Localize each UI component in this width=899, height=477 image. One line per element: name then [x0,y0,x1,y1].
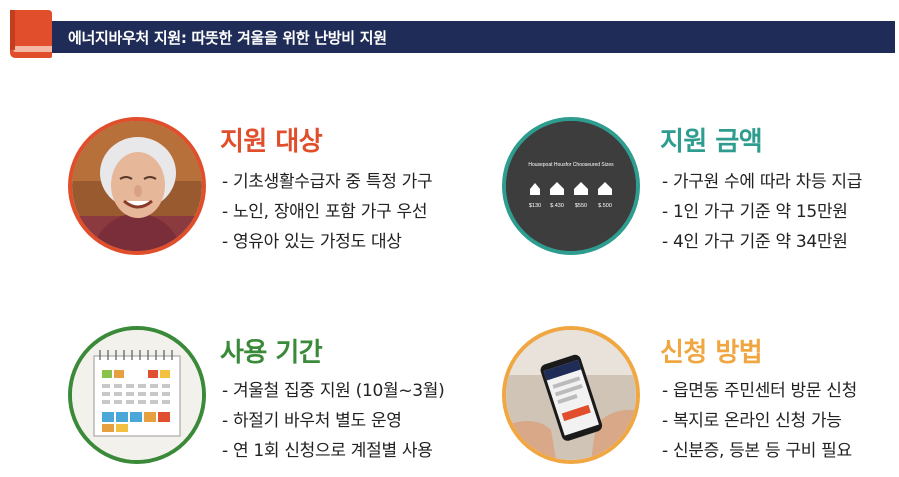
price-label: $550 [575,203,587,209]
list-item: - 노인, 장애인 포함 가구 우선 [222,202,428,222]
smartphone-image [502,326,640,464]
amount-bullet-list: - 가구원 수에 따라 차등 지급 - 1인 가구 기준 약 15만원 - 4인… [662,167,862,257]
section-title-target: 지원 대상 [220,127,323,157]
list-item: - 기초생활수급자 중 특정 가구 [222,172,433,192]
apply-bullet-list: - 읍면동 주민센터 방문 신청 - 복지로 온라인 신청 가능 - 신분증, … [662,376,857,466]
page-title: 에너지바우처 지원: 따뜻한 겨울을 위한 난방비 지원 [68,29,387,47]
list-item: - 읍면동 주민센터 방문 신청 [662,381,857,401]
list-item: - 연 1회 신청으로 계절별 사용 [222,441,433,461]
price-label: $.430 [550,203,564,209]
calendar-image [68,326,206,464]
price-label: $130 [529,203,541,209]
target-bullet-list: - 기초생활수급자 중 특정 가구 - 노인, 장애인 포함 가구 우선 - 영… [222,167,433,257]
section-title-period: 사용 기간 [220,338,323,368]
list-item: - 가구원 수에 따라 차등 지급 [662,172,863,192]
list-item: - 4인 가구 기준 약 34만원 [662,232,848,252]
list-item: - 신분증, 등본 등 구비 필요 [662,441,852,461]
price-label: $.500 [598,203,612,209]
list-item: - 영유아 있는 가정도 대상 [222,232,402,252]
list-item: - 1인 가구 기준 약 15만원 [662,202,848,222]
list-item: - 겨울철 집중 지원 (10월~3월) [222,381,445,401]
book-icon [8,6,54,60]
house-price-image: Housepoat Housfor Chooseured Sizes $130 … [502,117,640,255]
elderly-woman-image [68,117,206,255]
section-title-apply: 신청 방법 [660,338,763,368]
list-item: - 하절기 바우처 별도 운영 [222,411,402,431]
title-bar: 에너지바우처 지원: 따뜻한 겨울을 위한 난방비 지원 [52,21,895,53]
list-item: - 복지로 온라인 신청 가능 [662,411,842,431]
image-caption: Housepoat Housfor Chooseured Sizes [528,162,614,168]
section-title-amount: 지원 금액 [660,127,763,157]
period-bullet-list: - 겨울철 집중 지원 (10월~3월) - 하절기 바우처 별도 운영 - 연… [222,376,445,466]
